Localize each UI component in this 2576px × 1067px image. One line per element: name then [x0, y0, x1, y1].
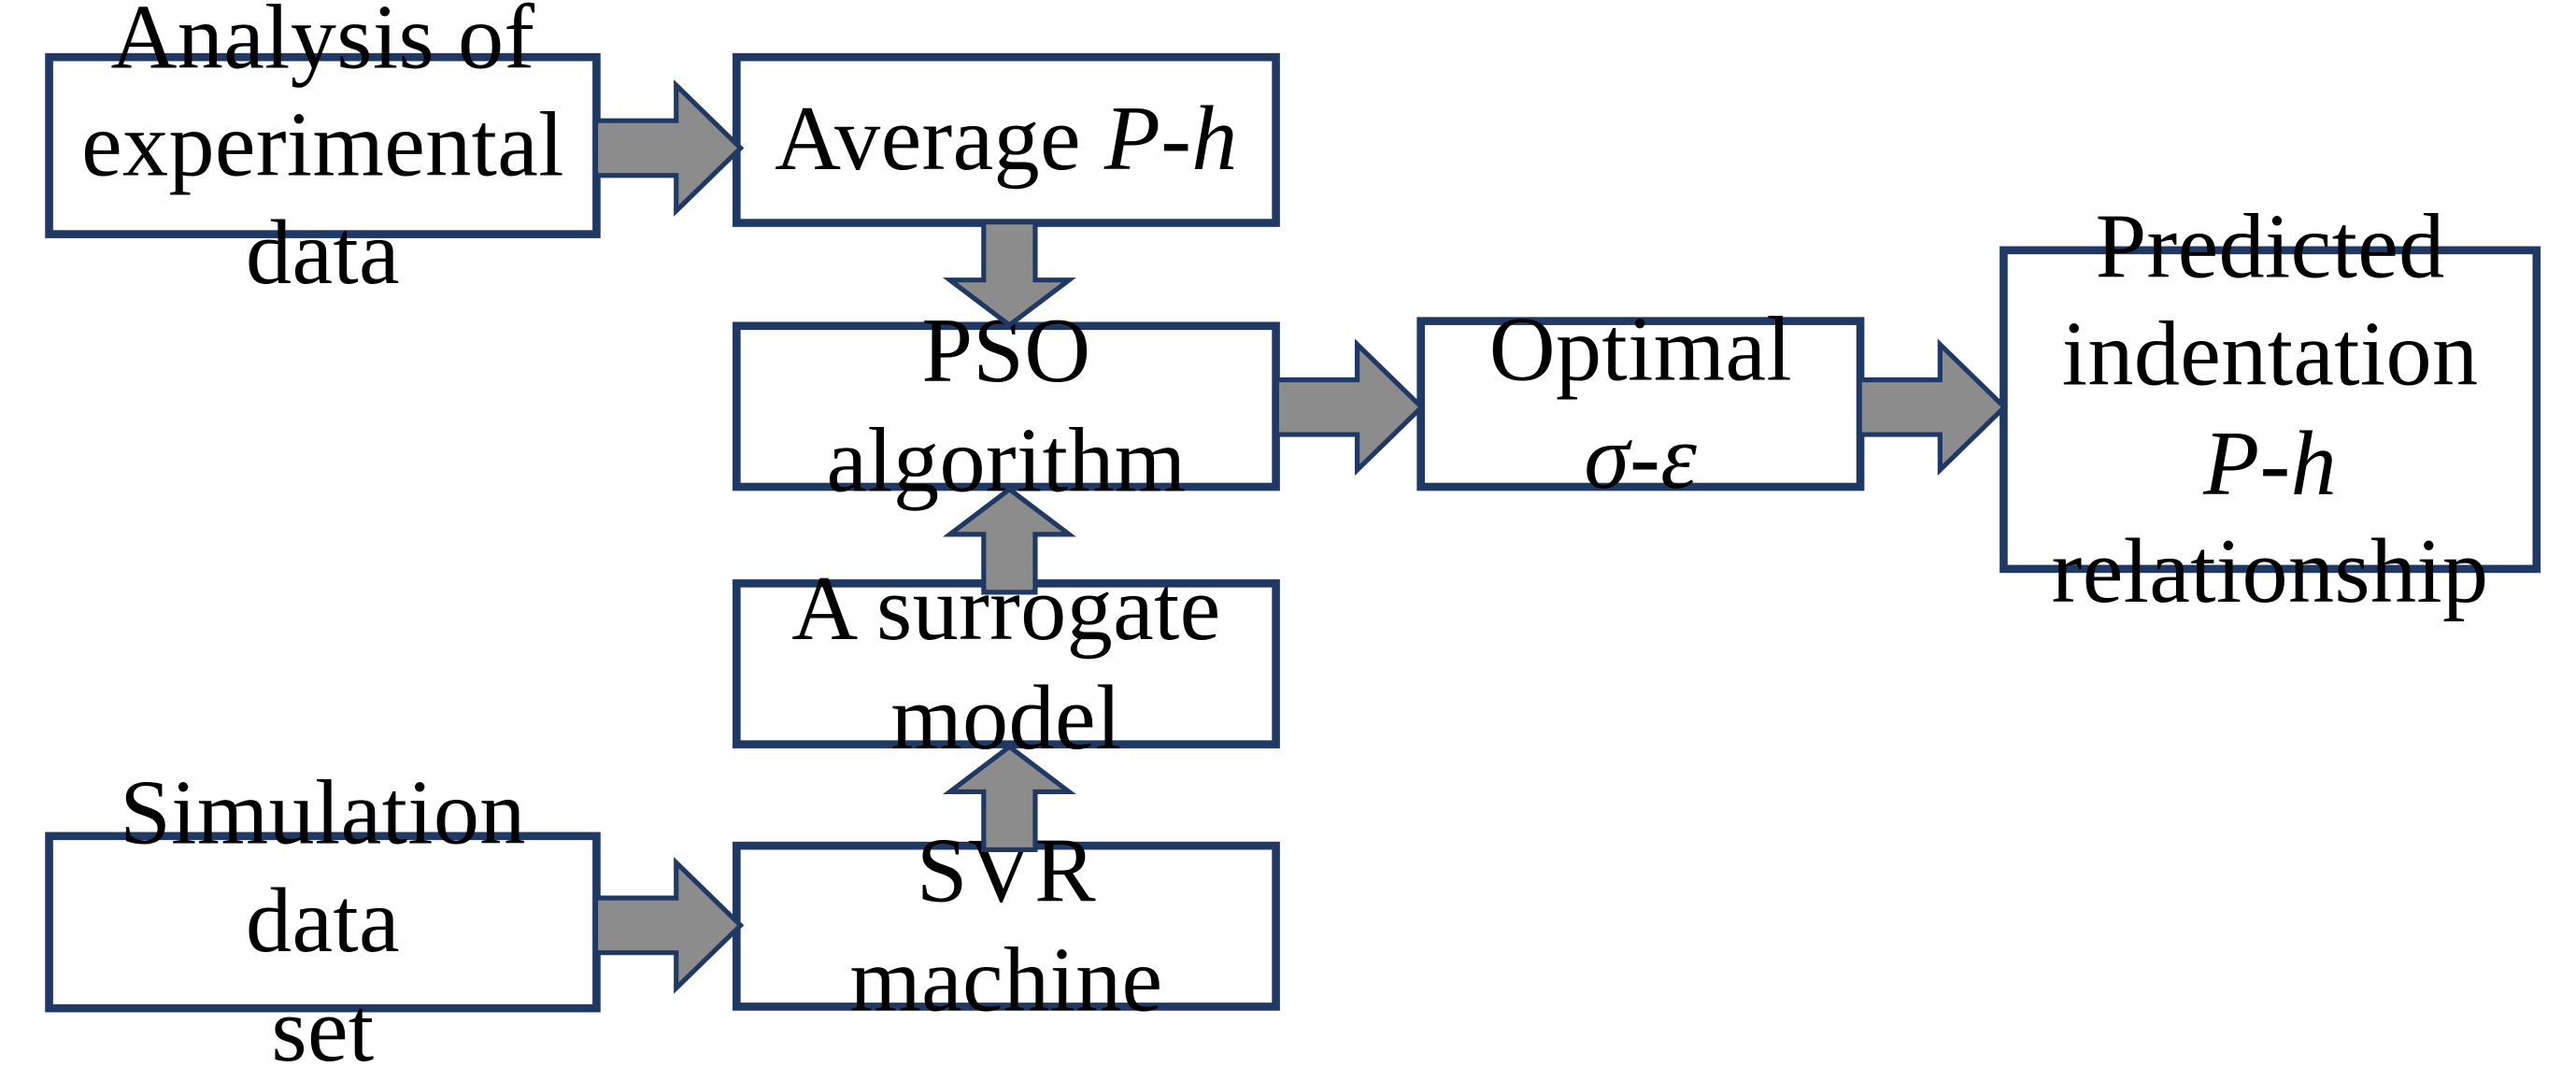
node-svr-label: SVR machine: [849, 820, 1163, 1031]
arrow-analysis-to-average: [592, 79, 745, 217]
arrow-svr-to-surrogate: [942, 743, 1076, 853]
node-optimal-label: Optimal σ-ε: [1488, 298, 1793, 509]
node-pso-algorithm[interactable]: PSO algorithm: [733, 302, 1280, 511]
arrow-simulation-to-svr: [592, 857, 745, 994]
arrow-optimal-to-predicted: [1857, 338, 2008, 477]
node-average-p-h[interactable]: Average P-h: [733, 52, 1280, 227]
node-pso-label: PSO algorithm: [826, 301, 1187, 511]
arrow-pso-to-optimal: [1274, 338, 1426, 477]
arrow-surrogate-to-pso: [942, 486, 1076, 595]
node-average-label: Average P-h: [775, 89, 1238, 191]
arrow-average-to-pso: [942, 220, 1076, 329]
node-optimal-sigma-epsilon[interactable]: Optimal σ-ε: [1416, 299, 1865, 508]
node-svr-machine[interactable]: SVR machine: [733, 821, 1280, 1031]
